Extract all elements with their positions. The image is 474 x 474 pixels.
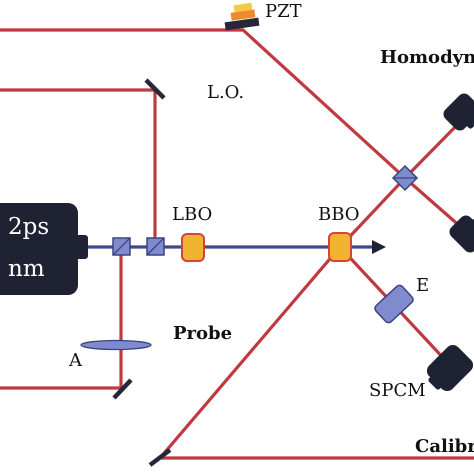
detector-window	[428, 374, 444, 390]
arrowhead-icon	[372, 240, 386, 254]
detector-window	[465, 115, 474, 129]
beamsplitter-diagonal	[146, 237, 165, 256]
beamsplitter-laser	[112, 237, 131, 256]
label-probe: Probe	[173, 323, 232, 344]
spcm-detector	[426, 344, 474, 392]
label-bbo: BBO	[318, 204, 360, 225]
label-lens-a: A	[68, 350, 83, 371]
photodetector-icon	[426, 344, 474, 392]
label-homodyne: Homodyn	[380, 47, 474, 68]
bbo-crystal	[328, 232, 352, 262]
laser-body	[0, 203, 78, 295]
filter-e	[374, 284, 414, 324]
label-spcm: SPCM	[369, 380, 426, 401]
laser-label-wavelength: nm	[8, 256, 45, 282]
beamsplitter-diagonal	[112, 237, 131, 256]
pzt-actuator-yellow	[233, 2, 253, 13]
pzt-mirror	[224, 2, 260, 31]
laser-output-port	[76, 235, 88, 259]
beam-bs-to-homodyne-down	[403, 176, 464, 230]
mirror-icon	[148, 448, 172, 467]
label-filter-e: E	[416, 275, 429, 296]
red-beams	[0, 28, 474, 460]
homodyne-detector-top	[443, 93, 474, 131]
laser-label-duration: 2ps	[8, 214, 49, 240]
pzt-base-mirror	[224, 17, 260, 31]
lbo-crystal	[181, 233, 205, 262]
label-lo: L.O.	[207, 82, 244, 103]
beamsplitter-homodyne	[391, 164, 419, 192]
beamsplitter-lo	[146, 237, 165, 256]
label-lbo: LBO	[172, 204, 212, 225]
mirror-icon	[144, 78, 166, 100]
lens-icon	[80, 339, 152, 351]
mirrors	[112, 78, 172, 467]
beam-bbo-to-bottom-mirror	[158, 245, 342, 460]
pzt-actuator-orange	[230, 9, 256, 21]
label-calibration: Calibr	[415, 436, 474, 457]
laser-source: 2ps nm	[0, 203, 88, 295]
photodetector-icon	[449, 215, 474, 253]
beam-pzt-to-bs	[241, 28, 407, 180]
label-pzt: PZT	[265, 1, 302, 22]
mirror-icon	[112, 378, 133, 400]
beam-bs-to-homodyne-up	[403, 118, 464, 180]
